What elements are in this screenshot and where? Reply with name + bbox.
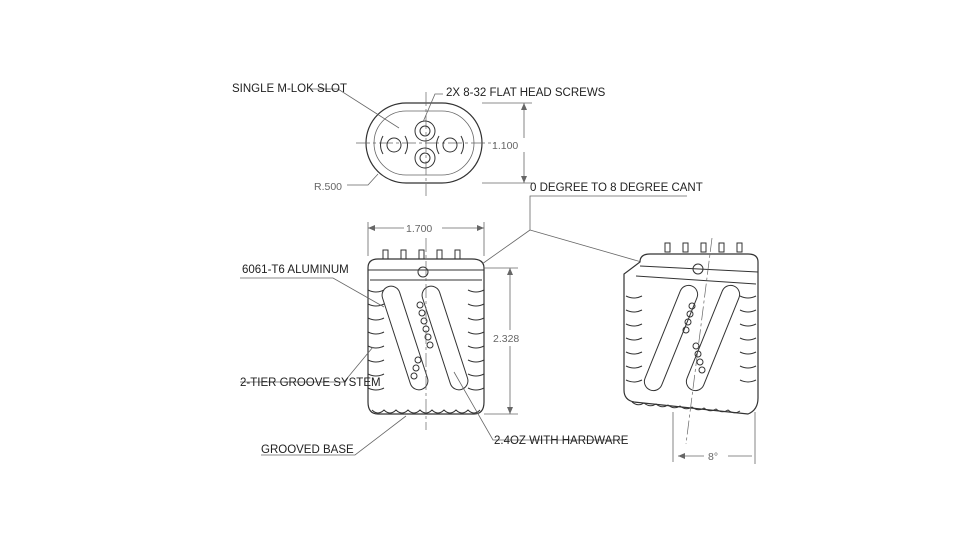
- dimension-height: 2.328: [493, 333, 519, 345]
- mlok-lug-left: [380, 135, 408, 155]
- dimension-radius: R.500: [314, 181, 342, 193]
- callout-weight: 2.4OZ WITH HARDWARE: [494, 435, 629, 447]
- front-view: [240, 222, 624, 456]
- dimension-angle: 8°: [708, 451, 718, 463]
- canted-view: [623, 237, 759, 464]
- top-view: [310, 88, 532, 196]
- callout-grooved-base: GROOVED BASE: [261, 444, 354, 456]
- screw-bottom: [414, 147, 436, 169]
- callout-flat-head-screws: 2X 8-32 FLAT HEAD SCREWS: [446, 87, 606, 99]
- callout-aluminum: 6061-T6 ALUMINUM: [242, 264, 349, 276]
- callout-single-mlok-slot: SINGLE M-LOK SLOT: [232, 83, 347, 95]
- callout-cant: 0 DEGREE TO 8 DEGREE CANT: [530, 182, 703, 194]
- dimension-height-top-view: 1.100: [492, 140, 518, 152]
- mlok-lug-right: [436, 135, 464, 155]
- screw-top: [414, 120, 436, 142]
- callout-groove-system: 2-TIER GROOVE SYSTEM: [240, 377, 381, 389]
- dimension-width: 1.700: [406, 223, 432, 235]
